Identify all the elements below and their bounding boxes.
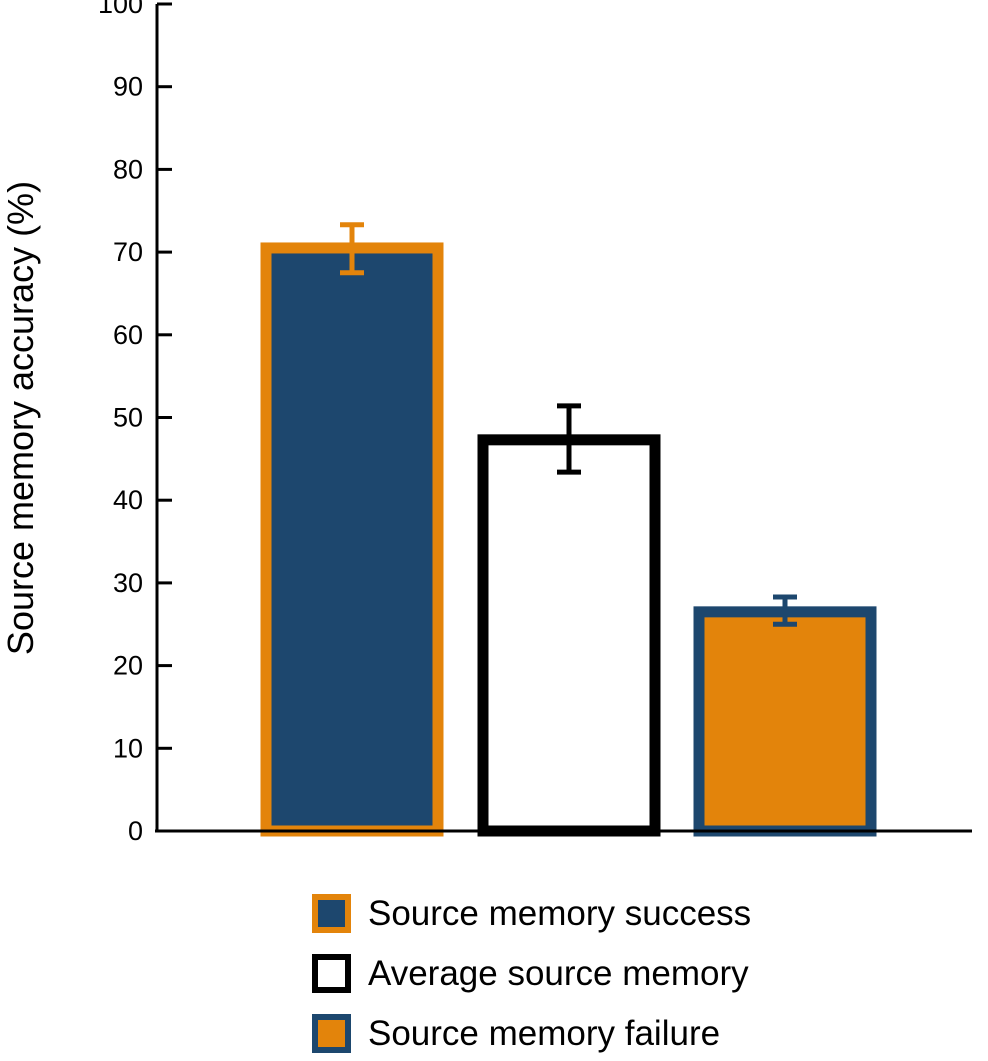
legend-swatch	[312, 894, 351, 933]
y-tick-label: 70	[113, 237, 143, 267]
error-bars	[340, 222, 797, 627]
legend-item: Average source memory	[312, 954, 749, 993]
y-tick-label: 80	[113, 154, 143, 184]
legend-item: Source memory failure	[312, 1014, 720, 1053]
bar	[693, 606, 877, 837]
legend-swatch	[312, 954, 351, 993]
error-bar	[773, 594, 797, 627]
y-tick-label: 20	[113, 651, 143, 681]
y-tick-label: 50	[113, 403, 143, 433]
y-tick-label: 10	[113, 733, 143, 763]
y-tick-label: 100	[98, 0, 143, 19]
y-tick-label: 90	[113, 72, 143, 102]
y-axis-ticks: 0 10 20 30 40 50 60 70 80 90 100	[98, 0, 172, 846]
legend-label: Average source memory	[368, 954, 749, 993]
error-bar	[557, 403, 581, 475]
y-tick-label: 60	[113, 320, 143, 350]
legend-item: Source memory success	[312, 894, 751, 933]
y-tick-label: 30	[113, 568, 143, 598]
legend-label: Source memory success	[368, 894, 751, 933]
bar	[477, 434, 661, 837]
error-bar	[340, 222, 364, 276]
y-tick-label: 40	[113, 485, 143, 515]
y-axis-label: Source memory accuracy (%)	[0, 181, 41, 655]
y-tick-label: 0	[128, 816, 143, 846]
bar	[260, 242, 444, 837]
legend-label: Source memory failure	[368, 1014, 720, 1053]
legend-swatch	[312, 1014, 351, 1053]
bars	[260, 242, 877, 837]
